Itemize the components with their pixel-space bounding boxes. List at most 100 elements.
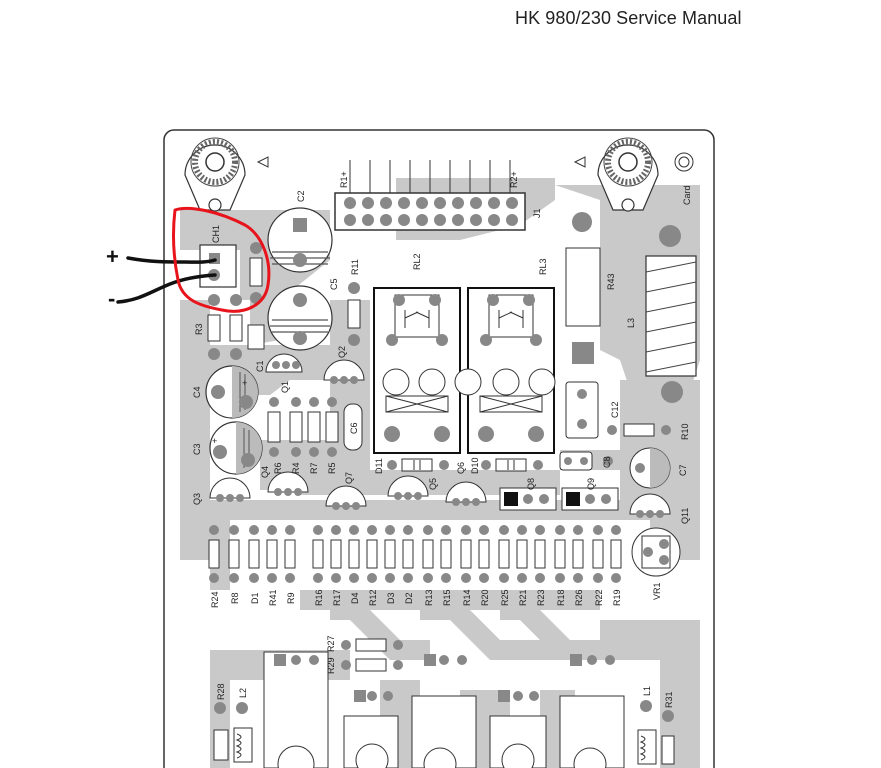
diode-d10 — [481, 458, 543, 472]
power-wires — [116, 256, 217, 304]
svg-text:R20: R20 — [480, 589, 490, 606]
capacitor-c12 — [565, 381, 599, 439]
svg-text:R8: R8 — [230, 592, 240, 604]
resistor-r27 — [341, 638, 403, 652]
svg-text:L2: L2 — [238, 688, 248, 698]
transistor-q3 — [209, 477, 251, 502]
page-header-title: HK 980/230 Service Manual — [515, 8, 742, 28]
resistor-r11 — [347, 282, 361, 346]
svg-text:Q8: Q8 — [526, 478, 536, 490]
svg-text:R19: R19 — [612, 589, 622, 606]
svg-text:VR1: VR1 — [652, 582, 662, 600]
inductor-l2 — [233, 702, 253, 763]
svg-text:R4: R4 — [291, 462, 301, 474]
plus-terminal-label: + — [106, 244, 119, 269]
capacitor-c5 — [267, 285, 333, 351]
resistor-r31 — [661, 710, 675, 765]
svg-text:CH1: CH1 — [211, 225, 221, 243]
capacitor-c2 — [267, 207, 333, 273]
svg-text:R7: R7 — [309, 462, 319, 474]
svg-text:+: + — [242, 378, 247, 388]
transistor-q2 — [323, 359, 365, 384]
card-marker — [674, 152, 694, 172]
svg-text:C12: C12 — [610, 401, 620, 418]
svg-text:C5: C5 — [329, 278, 339, 290]
inductor-l1 — [637, 700, 657, 765]
svg-text:C4: C4 — [192, 386, 202, 398]
svg-text:R1+: R1+ — [339, 171, 349, 188]
svg-text:D3: D3 — [386, 592, 396, 604]
resistor-diode-row — [208, 525, 622, 583]
svg-text:R24: R24 — [210, 591, 220, 608]
svg-text:Q3: Q3 — [192, 493, 202, 505]
svg-text:R29: R29 — [326, 657, 336, 674]
svg-text:R2+: R2+ — [509, 171, 519, 188]
svg-text:D1: D1 — [250, 592, 260, 604]
svg-text:R27: R27 — [326, 635, 336, 652]
mounting-hole-right — [597, 137, 659, 212]
svg-text:R43: R43 — [606, 273, 616, 290]
svg-text:C7: C7 — [678, 464, 688, 476]
connector-j1 — [334, 160, 526, 231]
lower-transistor-group — [263, 651, 625, 768]
transistor-q11 — [629, 493, 671, 518]
resistor-row-upper — [267, 397, 363, 457]
svg-text:L1: L1 — [642, 686, 652, 696]
svg-text:C3: C3 — [192, 443, 202, 455]
svg-text:D2: D2 — [404, 592, 414, 604]
capacitor-c7 — [629, 447, 671, 489]
svg-text:R28: R28 — [216, 683, 226, 700]
svg-text:Q9: Q9 — [586, 478, 596, 490]
svg-text:Q7: Q7 — [344, 472, 354, 484]
svg-text:RL2: RL2 — [412, 253, 422, 270]
svg-text:D4: D4 — [350, 592, 360, 604]
svg-text:R26: R26 — [574, 589, 584, 606]
svg-text:R17: R17 — [332, 589, 342, 606]
svg-text:R22: R22 — [594, 589, 604, 606]
mounting-hole-left — [184, 137, 246, 212]
resistor-r29 — [341, 658, 403, 672]
svg-text:C2: C2 — [296, 190, 306, 202]
svg-text:R5: R5 — [327, 462, 337, 474]
svg-text:Q11: Q11 — [680, 508, 690, 524]
svg-text:J1: J1 — [532, 208, 542, 218]
resistor-r43 — [565, 212, 601, 364]
svg-text:C8: C8 — [602, 456, 612, 468]
svg-text:Card: Card — [682, 185, 692, 205]
capacitor-c6 — [559, 451, 613, 471]
trimmer-vr1 — [631, 527, 681, 577]
svg-text:Q6: Q6 — [456, 462, 466, 474]
svg-text:D10: D10 — [470, 457, 480, 474]
transistor-q6 — [445, 481, 487, 506]
inductor-l3 — [645, 225, 697, 403]
transistor-q7 — [325, 485, 367, 510]
svg-text:R12: R12 — [368, 589, 378, 606]
svg-text:R13: R13 — [424, 589, 434, 606]
svg-text:R3: R3 — [194, 323, 204, 335]
svg-text:R9: R9 — [286, 592, 296, 604]
component-labels: R1+ R2+ J1 Card CH1 C2 C5 R11 RL2 RL3 R4… — [192, 171, 692, 708]
capacitor-c4: + — [205, 365, 259, 419]
svg-text:R41: R41 — [268, 589, 278, 606]
svg-text:R14: R14 — [462, 589, 472, 606]
resistor-r28 — [213, 702, 229, 761]
svg-text:C1: C1 — [255, 360, 265, 372]
svg-text:R25: R25 — [500, 589, 510, 606]
transistor-q5 — [387, 475, 429, 500]
svg-text:R18: R18 — [556, 589, 566, 606]
svg-text:R6: R6 — [273, 462, 283, 474]
transistor-q1 — [265, 353, 303, 373]
svg-text:R21: R21 — [518, 589, 528, 606]
relay-rl3 — [454, 287, 556, 454]
svg-text:C6: C6 — [349, 422, 359, 434]
svg-text:R31: R31 — [664, 691, 674, 708]
transistor-q4 — [267, 471, 309, 496]
svg-text:R23: R23 — [536, 589, 546, 606]
svg-text:RL3: RL3 — [538, 258, 548, 275]
svg-text:+: + — [212, 436, 217, 446]
svg-text:Q5: Q5 — [428, 478, 438, 490]
svg-text:R15: R15 — [442, 589, 452, 606]
capacitor-c3: + — [209, 421, 263, 475]
transistor-q9 — [561, 487, 619, 511]
